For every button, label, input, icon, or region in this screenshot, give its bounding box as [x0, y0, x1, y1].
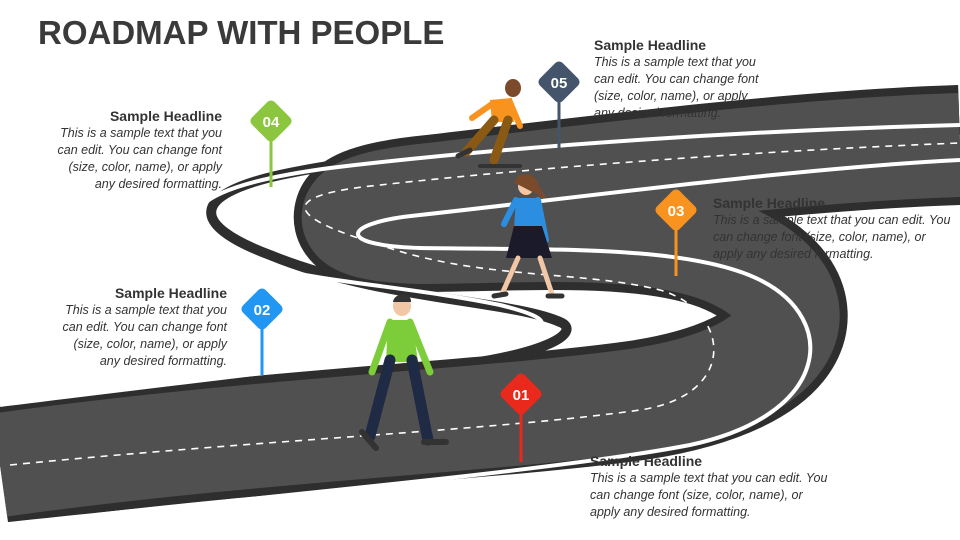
milestone-marker-04: 04 — [250, 100, 292, 187]
milestone-description: This is a sample text that you can edit.… — [594, 55, 759, 120]
milestone-headline: Sample Headline — [590, 453, 703, 469]
marker-number: 04 — [263, 114, 280, 131]
milestone-headline: Sample Headline — [594, 37, 707, 53]
page-title: ROADMAP WITH PEOPLE — [38, 14, 445, 51]
marker-number: 02 — [254, 302, 271, 319]
person-walking-blue-icon — [491, 174, 565, 299]
milestone-text-05: Sample Headline This is a sample text th… — [594, 36, 770, 122]
milestone-marker-03: 03 — [655, 189, 697, 276]
person-skateboarding-orange-icon — [455, 79, 523, 168]
milestone-text-01: Sample Headline This is a sample text th… — [590, 452, 830, 521]
milestone-text-03: Sample Headline This is a sample text th… — [713, 194, 953, 263]
milestone-text-04: Sample Headline This is a sample text th… — [50, 107, 222, 193]
person-walking-green-icon — [359, 294, 449, 451]
winding-road — [0, 85, 960, 527]
milestone-marker-02: 02 — [241, 288, 283, 375]
milestone-headline: Sample Headline — [713, 195, 826, 211]
milestone-description: This is a sample text that you can edit.… — [57, 126, 222, 191]
marker-number: 05 — [551, 75, 568, 92]
milestone-headline: Sample Headline — [114, 285, 227, 301]
milestone-headline: Sample Headline — [109, 108, 222, 124]
milestone-marker-05: 05 — [538, 61, 580, 148]
marker-number: 03 — [668, 203, 685, 220]
milestone-marker-01: 01 — [500, 373, 542, 462]
milestone-description: This is a sample text that you can edit.… — [713, 213, 951, 261]
milestone-description: This is a sample text that you can edit.… — [590, 471, 828, 519]
milestone-description: This is a sample text that you can edit.… — [62, 303, 227, 368]
marker-number: 01 — [513, 387, 530, 404]
milestone-text-02: Sample Headline This is a sample text th… — [55, 284, 227, 370]
